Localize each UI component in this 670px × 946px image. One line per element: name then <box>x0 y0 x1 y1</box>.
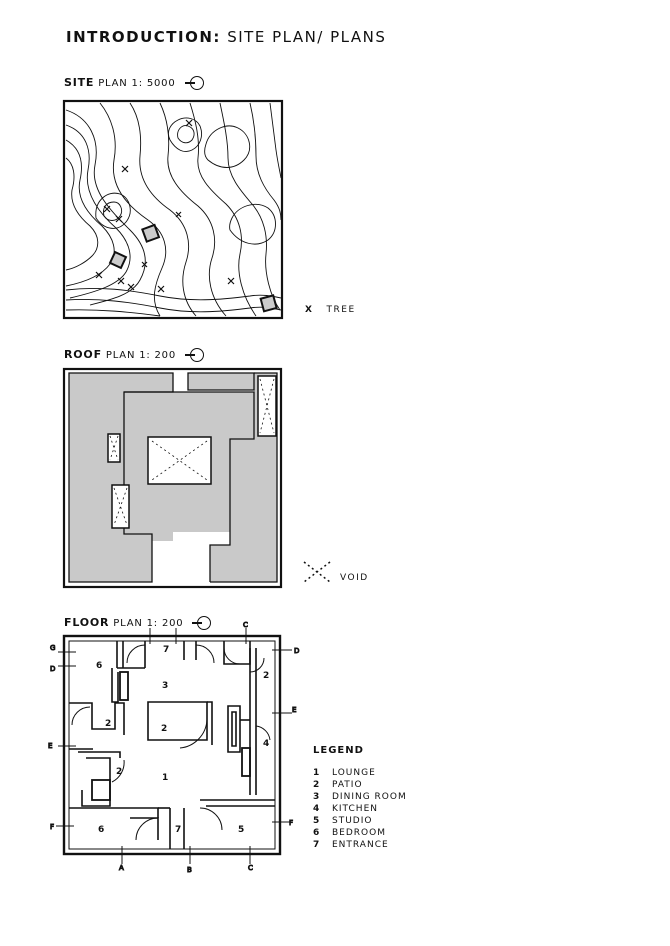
floor-inner-wall <box>68 640 276 850</box>
room-numbers: 7 6 3 2 2 2 4 2 1 6 7 5 <box>96 645 269 835</box>
page-title-bold: INTRODUCTION: <box>66 28 221 46</box>
gridline-label-a: A <box>119 864 124 872</box>
site-plan-drawing <box>62 99 284 320</box>
room-label-patio-west: 2 <box>105 719 111 729</box>
room-label-studio: 5 <box>238 825 244 835</box>
gridline-label-c-top: C <box>243 621 248 629</box>
legend-item-num: 6 <box>313 828 321 838</box>
tree-key: X TREE <box>305 305 356 315</box>
floor-outer-wall <box>62 634 282 856</box>
floor-plan-label-rest: PLAN 1: 200 <box>113 618 184 629</box>
door-swings <box>71 644 271 841</box>
legend-item-label: DINING ROOM <box>332 792 407 802</box>
room-label-bedroom: 6 <box>98 825 104 835</box>
contour-lines <box>65 102 282 317</box>
roof-plan-drawing <box>62 367 331 589</box>
floor-plan-label-bold: FLOOR <box>64 616 110 629</box>
room-label-patio-east: 2 <box>263 671 269 681</box>
roof-plan-label-bold: ROOF <box>64 348 102 361</box>
legend-item-label: KITCHEN <box>332 804 378 814</box>
tree-markers <box>95 119 235 293</box>
site-plan-label-rest: PLAN 1: 5000 <box>98 78 176 89</box>
north-arrow-icon <box>192 616 212 630</box>
gridline-label-g: G <box>50 644 55 652</box>
roof-voids <box>107 375 277 529</box>
interior-walls <box>69 641 275 849</box>
legend: LEGEND 1 LOUNGE 2 PATIO 3 DINING ROOM 4 KITC… <box>313 745 407 851</box>
legend-item-label: ENTRANCE <box>332 840 389 850</box>
legend-item: 2 PATIO <box>313 779 407 791</box>
legend-item: 5 STUDIO <box>313 815 407 827</box>
page-title-rest: SITE PLAN/ PLANS <box>227 28 387 46</box>
furniture-blocks <box>91 671 251 801</box>
legend-item: 1 LOUNGE <box>313 767 407 779</box>
north-arrow-icon <box>184 76 204 90</box>
room-label-bedroom-top: 6 <box>96 661 102 671</box>
room-label-dining-room: 3 <box>162 681 168 691</box>
floor-plan-label: FLOOR PLAN 1: 200 <box>64 616 212 630</box>
void-key-symbol <box>303 561 331 583</box>
legend-list: 1 LOUNGE 2 PATIO 3 DINING ROOM 4 KITCHEN 5 ST… <box>313 767 407 851</box>
void-key: VOID <box>340 573 369 583</box>
gridline-label-d: D <box>50 665 55 673</box>
roof-plan-label-rest: PLAN 1: 200 <box>105 350 177 361</box>
gridline-label-f: F <box>50 823 54 831</box>
legend-item-num: 3 <box>313 792 321 802</box>
gridline-label-e-right: E <box>292 706 296 714</box>
legend-item-num: 2 <box>313 780 321 790</box>
legend-title: LEGEND <box>313 745 364 756</box>
legend-item-label: PATIO <box>332 780 363 790</box>
site-boundary <box>62 99 284 320</box>
room-label-kitchen: 4 <box>263 739 269 749</box>
legend-item-num: 4 <box>313 804 321 814</box>
gridline-label-d-right: D <box>294 647 299 655</box>
legend-item-num: 5 <box>313 816 321 826</box>
void-key-label: VOID <box>340 573 369 583</box>
room-label-entrance: 7 <box>175 825 181 835</box>
legend-item-num: 1 <box>313 768 321 778</box>
legend-item-num: 7 <box>313 840 321 850</box>
room-label-entrance-top: 7 <box>163 645 169 655</box>
room-label-lounge: 1 <box>162 773 168 783</box>
legend-item: 4 KITCHEN <box>313 803 407 815</box>
roof-surfaces <box>69 373 277 582</box>
legend-item-label: BEDROOM <box>332 828 386 838</box>
void-crosses <box>109 378 275 526</box>
gridline-label-c: C <box>248 864 253 872</box>
site-plan-label: SITE PLAN 1: 5000 <box>64 76 204 90</box>
site-plan-label-bold: SITE <box>64 76 95 89</box>
gridline-ticks <box>56 628 292 864</box>
roof-plan-label: ROOF PLAN 1: 200 <box>64 348 204 362</box>
gridline-label-e: E <box>48 742 52 750</box>
gridline-label-b: B <box>187 866 192 874</box>
tree-key-label: TREE <box>326 305 356 315</box>
north-arrow-icon <box>185 348 204 362</box>
site-buildings <box>108 223 278 313</box>
legend-item: 3 DINING ROOM <box>313 791 407 803</box>
tree-key-symbol: X <box>305 305 314 315</box>
roof-outlines <box>68 372 278 583</box>
room-label-patio-south: 2 <box>116 767 122 777</box>
gridline-label-f-right: F <box>289 819 293 827</box>
legend-item: 6 BEDROOM <box>313 827 407 839</box>
room-label-patio-center: 2 <box>161 724 167 734</box>
legend-item-label: LOUNGE <box>332 768 376 778</box>
page-title: INTRODUCTION: SITE PLAN/ PLANS <box>66 28 386 46</box>
floor-plan-drawing: G D E F D E F A B C C 7 6 3 2 2 2 4 2 1 … <box>48 621 300 875</box>
legend-item-label: STUDIO <box>332 816 373 826</box>
legend-item: 7 ENTRANCE <box>313 839 407 851</box>
